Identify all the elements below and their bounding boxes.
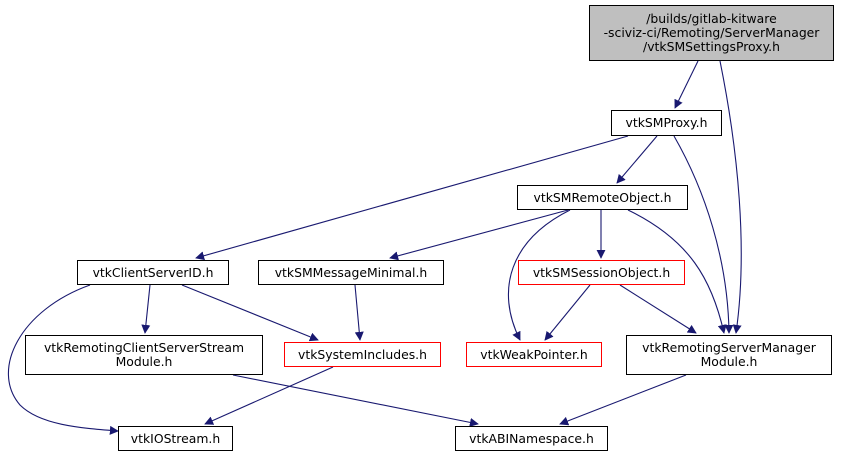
edge-smproxy-to-clientserverid <box>195 135 629 261</box>
edge-settingsproxy-to-smproxy <box>674 60 699 109</box>
edge-smproxy-to-remoteobject <box>616 135 658 184</box>
node-vtksmproxy[interactable]: vtkSMProxy.h <box>611 110 722 136</box>
edge-settingsproxy-to-smmodule <box>719 60 742 334</box>
node-vtkweakpointer[interactable]: vtkWeakPointer.h <box>466 342 602 367</box>
node-vtksmsettingsproxy: /builds/gitlab-kitware -sciviz-ci/Remoti… <box>589 5 834 61</box>
edge-sessionobject-to-smmodule <box>619 284 697 334</box>
edge-clientserverid-to-csstream <box>141 284 151 334</box>
edge-sessionobject-to-weakpointer <box>544 284 591 341</box>
edge-systemincludes-to-iostream <box>204 366 334 425</box>
edge-remoteobject-to-weakpointer <box>507 209 571 341</box>
edge-remoteobject-to-smmodule <box>627 209 727 334</box>
edge-remoteobject-to-messageminimal <box>389 209 569 261</box>
edge-clientserverid-to-systemincludes <box>181 284 319 342</box>
node-vtkremotingservermanagermodule[interactable]: vtkRemotingServerManager Module.h <box>626 335 832 375</box>
node-vtkclientserverid[interactable]: vtkClientServerID.h <box>77 260 229 285</box>
node-vtksmmessageminimal[interactable]: vtkSMMessageMinimal.h <box>258 260 444 285</box>
node-vtkremotingclientserverstreammodule[interactable]: vtkRemotingClientServerStream Module.h <box>25 335 263 375</box>
edge-smproxy-to-smmodule <box>673 135 734 334</box>
edge-clientserverid-to-iostream <box>7 284 119 435</box>
node-vtksmsessionobject[interactable]: vtkSMSessionObject.h <box>518 260 685 285</box>
edge-csstream-to-abinamespace <box>232 374 479 427</box>
edge-messageminimal-to-systemincludes <box>354 284 364 341</box>
node-vtkiostream[interactable]: vtkIOStream.h <box>118 426 233 451</box>
node-vtksystemincludes[interactable]: vtkSystemIncludes.h <box>284 342 441 367</box>
edge-smmodule-to-abinamespace <box>559 374 687 426</box>
node-vtkabinamespace[interactable]: vtkABINamespace.h <box>455 426 608 451</box>
node-vtksmremoteobject[interactable]: vtkSMRemoteObject.h <box>517 185 688 210</box>
